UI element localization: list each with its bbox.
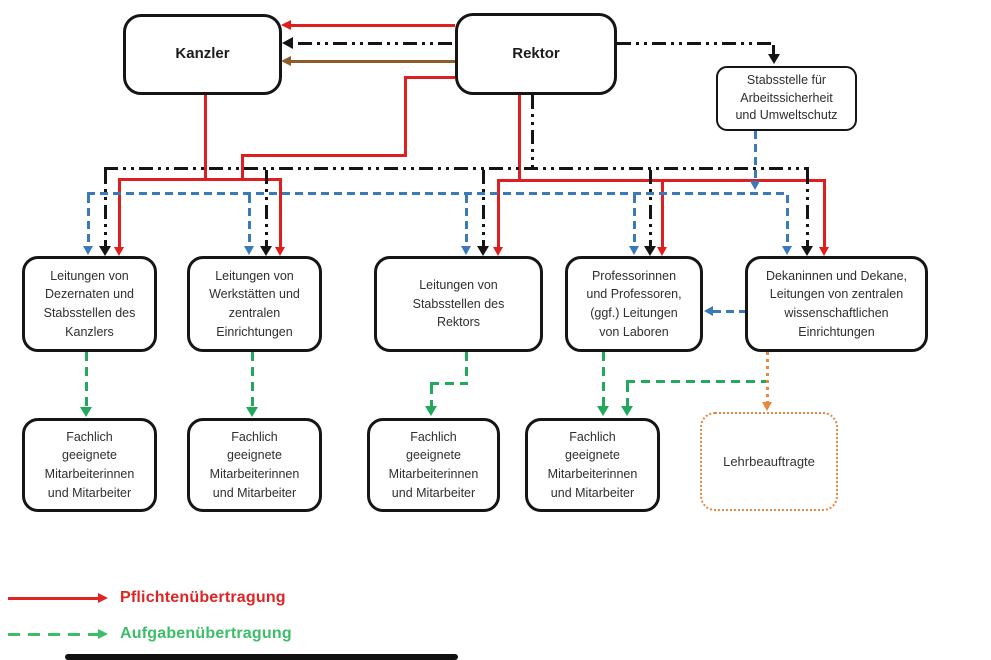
arrowhead-down-blue-icon — [244, 246, 254, 255]
edge-green-box3-f3-h — [430, 382, 468, 385]
edge-green-box5-f4-h — [626, 380, 767, 383]
edge-blue-drop-box1 — [87, 195, 90, 246]
arrowhead-down-green-icon — [80, 407, 92, 417]
node-fachlich-mitarbeiter-2: Fachlich geeignete Mitarbeiterinnen und … — [187, 418, 322, 512]
node-stabsstelle-arbeitssicherheit: Stabsstelle für Arbeitssicherheit und Um… — [716, 66, 857, 131]
arrowhead-down-blue-icon — [629, 246, 639, 255]
arrowhead-down-green-icon — [597, 406, 609, 416]
edge-blue-drop-box4 — [633, 195, 636, 246]
edge-black-drop-box3 — [482, 170, 485, 246]
edge-red-drop-box2 — [279, 181, 282, 248]
edge-black-drop-box1 — [104, 170, 107, 246]
legend-line-pflichten — [8, 597, 98, 600]
legend-line-aufgaben — [8, 633, 98, 636]
edge-dekane-professoren-blue — [713, 310, 745, 313]
arrowhead-right-red-icon — [98, 593, 108, 603]
arrowhead-down-green-icon — [246, 407, 258, 417]
arrowhead-down-red-icon — [657, 247, 667, 256]
edge-red-drop-box1 — [118, 181, 121, 248]
edge-red-drop-box4 — [661, 182, 664, 247]
node-rektor: Rektor — [455, 13, 617, 95]
edge-red-rail-right — [497, 179, 826, 182]
arrowhead-down-orange-icon — [762, 402, 772, 411]
node-leitungen-dezernate: Leitungen von Dezernaten und Stabsstelle… — [22, 256, 157, 352]
edge-rektor-kanzler-red — [291, 24, 455, 27]
arrowhead-down-black-icon — [260, 246, 272, 256]
edge-black-drop-box2 — [265, 170, 268, 246]
node-professorinnen-professoren: Professorinnen und Professoren, (ggf.) L… — [565, 256, 703, 352]
arrowhead-down-blue-icon — [782, 246, 792, 255]
edge-red-drop-box3 — [497, 182, 500, 247]
node-leitungen-werkstaetten: Leitungen von Werkstätten und zentralen … — [187, 256, 322, 352]
edge-rektor-loop-red-h1 — [404, 76, 455, 79]
legend-label-pflichtenuebertragung: Pflichtenübertragung — [120, 589, 286, 606]
edge-blue-drop-box5 — [786, 195, 789, 246]
node-kanzler: Kanzler — [123, 14, 282, 95]
edge-rektor-loop-red-h2 — [241, 154, 407, 157]
node-fachlich-mitarbeiter-3: Fachlich geeignete Mitarbeiterinnen und … — [367, 418, 500, 512]
arrowhead-down-red-icon — [819, 247, 829, 256]
edge-rektor-loop-red-v1 — [404, 76, 407, 157]
edge-red-rail-left — [118, 178, 282, 181]
arrowhead-down-green-icon — [425, 406, 437, 416]
arrowhead-down-blue-icon — [750, 181, 760, 190]
edge-black-rail — [104, 167, 809, 170]
node-fachlich-mitarbeiter-4: Fachlich geeignete Mitarbeiterinnen und … — [525, 418, 660, 512]
arrowhead-down-black-icon — [768, 54, 780, 64]
arrowhead-down-black-icon — [99, 246, 111, 256]
edge-blue-rail — [87, 192, 789, 195]
edge-blue-drop-box2 — [248, 195, 251, 246]
edge-green-box4-f4 — [602, 352, 605, 406]
arrowhead-left-black-icon — [282, 37, 293, 49]
edge-green-box3-f3-v2 — [430, 385, 433, 406]
edge-rektor-stabsstelle-v — [772, 45, 775, 57]
arrowhead-left-blue-icon — [704, 306, 713, 316]
arrowhead-left-red-icon — [281, 20, 291, 30]
arrowhead-down-red-icon — [493, 247, 503, 256]
node-fachlich-mitarbeiter-1: Fachlich geeignete Mitarbeiterinnen und … — [22, 418, 157, 512]
legend-label-aufgabenuebertragung: Aufgabenübertragung — [120, 625, 292, 642]
arrowhead-down-red-icon — [114, 247, 124, 256]
arrowhead-down-green-icon — [621, 406, 633, 416]
edge-green-box1-f1 — [85, 352, 88, 407]
edge-rektor-stabsstelle-h — [617, 42, 775, 45]
edge-stabsstelle-down-blue — [754, 131, 757, 181]
edge-green-box5-f4-v — [626, 383, 629, 406]
arrowhead-left-brown-icon — [281, 56, 291, 66]
arrowhead-down-black-icon — [477, 246, 489, 256]
edge-rektor-down-black — [531, 95, 534, 167]
arrowhead-down-red-icon — [275, 247, 285, 256]
node-dekaninnen-dekane: Dekaninnen und Dekane, Leitungen von zen… — [745, 256, 928, 352]
edge-blue-drop-box3 — [465, 195, 468, 246]
arrowhead-down-blue-icon — [83, 246, 93, 255]
arrowhead-right-green-icon — [98, 629, 108, 639]
arrowhead-down-blue-icon — [461, 246, 471, 255]
node-lehrbeauftragte: Lehrbeauftragte — [700, 412, 838, 511]
edge-green-box2-f2 — [251, 352, 254, 407]
edge-rektor-kanzler-brown — [291, 60, 455, 63]
arrowhead-down-black-icon — [801, 246, 813, 256]
edge-dekane-lehrbeauftragte-orange — [766, 352, 769, 402]
edge-rektor-down-red — [518, 95, 521, 182]
edge-green-box3-f3-v1 — [465, 352, 468, 382]
legend-line-cutoff — [65, 654, 458, 660]
arrowhead-down-black-icon — [644, 246, 656, 256]
edge-kanzler-down-red — [204, 95, 207, 181]
edge-rektor-kanzler-black — [298, 42, 455, 45]
node-leitungen-stabsstellen-rektor: Leitungen von Stabsstellen des Rektors — [374, 256, 543, 352]
edge-black-drop-box5 — [806, 170, 809, 246]
edge-red-drop-box5 — [823, 182, 826, 247]
edge-black-drop-box4 — [649, 170, 652, 246]
